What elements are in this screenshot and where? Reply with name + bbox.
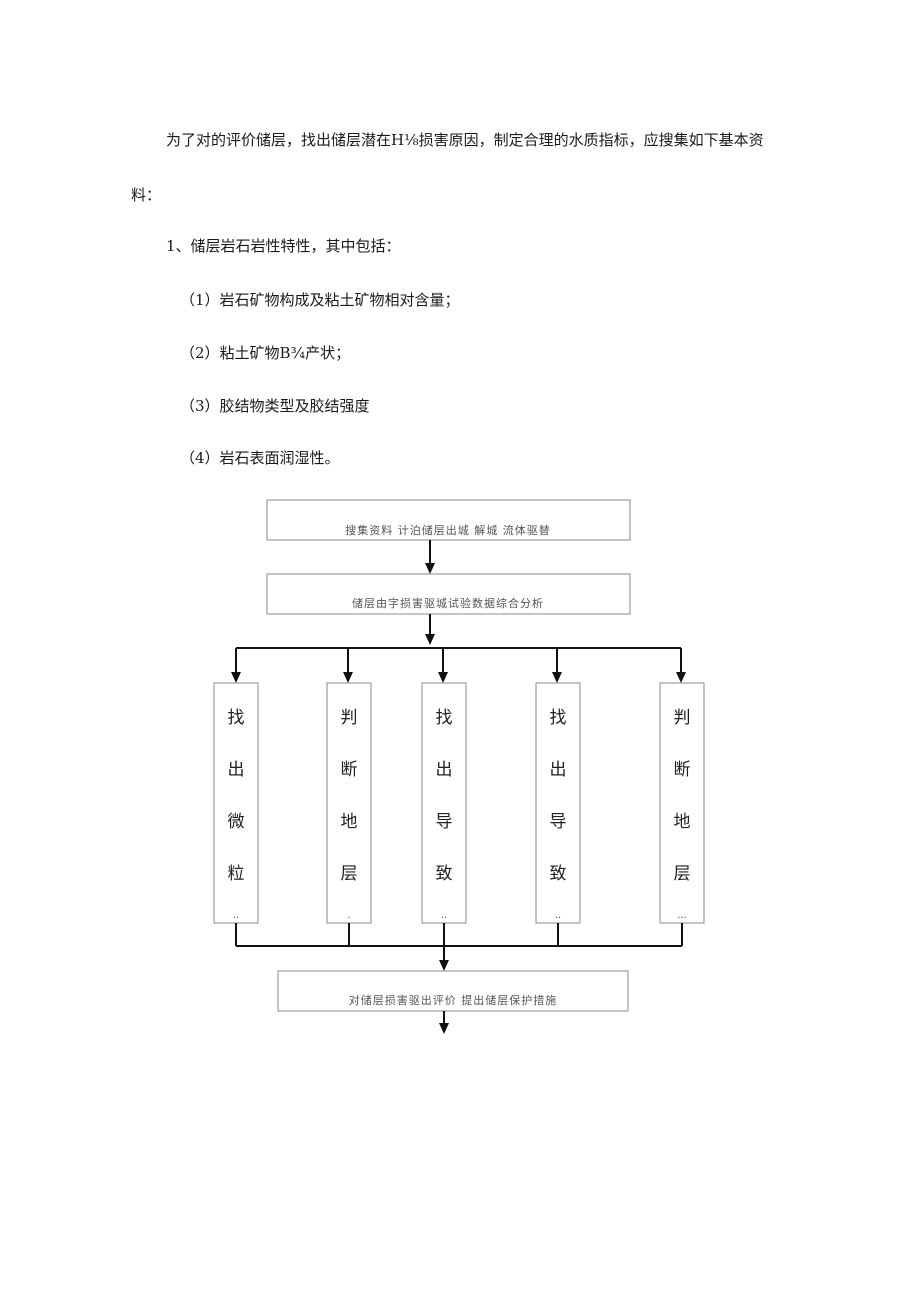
column-char: 致 <box>436 864 453 884</box>
arrow-down-icon <box>552 672 562 683</box>
flow-branch-arrows <box>231 648 686 683</box>
column-char: 层 <box>674 864 691 884</box>
column-trail: .. <box>233 910 239 921</box>
column-char: 致 <box>550 864 567 884</box>
flow-top-box: 搜集资料 计泊储层出城 解城 流体驱替 <box>266 499 631 541</box>
intro-line-2: 料： <box>131 186 162 204</box>
flow-second-box: 储层由字损害驱城试验数据综合分析 <box>266 573 631 615</box>
arrow-down-icon <box>343 672 353 683</box>
column-char: 出 <box>436 760 453 780</box>
column-char: 微 <box>228 812 245 832</box>
column-trail: .. <box>441 910 447 921</box>
flow-column-2: 判 断 地 层 . <box>326 682 372 924</box>
column-trail: .. <box>555 910 561 921</box>
flow-merge-lines <box>235 923 683 971</box>
column-char: 判 <box>341 708 358 728</box>
flow-top-box-label: 搜集资料 计泊储层出城 解城 流体驱替 <box>345 523 551 537</box>
column-char: 找 <box>228 708 245 728</box>
column-char: 找 <box>550 708 567 728</box>
intro-line-1: 为了对的评价储层，找出储层潜在H⅛损害原因，制定合理的水质指标，应搜集如下基本资 <box>166 131 764 149</box>
arrow-down-icon <box>439 960 449 971</box>
column-char: 找 <box>436 708 453 728</box>
section-heading: 1、储层岩石岩性特性，其中包括： <box>166 237 401 255</box>
column-trail: ... <box>677 910 687 921</box>
column-char: 粒 <box>228 864 245 884</box>
arrow-down-icon <box>425 563 435 574</box>
column-char: 出 <box>550 760 567 780</box>
arrow-down-icon <box>439 1023 449 1034</box>
column-char: 出 <box>228 760 245 780</box>
flow-second-box-label: 储层由字损害驱城试验数据综合分析 <box>352 596 544 610</box>
flow-bottom-box: 对储层损害驱出评价 提出储层保护措施 <box>277 970 629 1012</box>
column-trail: . <box>347 910 350 921</box>
column-char: 导 <box>550 812 567 832</box>
column-char: 判 <box>674 708 691 728</box>
flow-column-1: 找 出 微 粒 .. <box>213 682 259 924</box>
column-char: 层 <box>341 864 358 884</box>
arrow-down-icon <box>231 672 241 683</box>
column-char: 地 <box>341 812 358 832</box>
column-char: 断 <box>674 760 691 780</box>
arrow-down-icon <box>676 672 686 683</box>
flow-column-4: 找 出 导 致 .. <box>535 682 581 924</box>
list-item: （4）岩石表面润湿性。 <box>180 449 340 467</box>
flow-column-3: 找 出 导 致 .. <box>421 682 467 924</box>
column-char: 地 <box>674 812 691 832</box>
flow-column-5: 判 断 地 层 ... <box>659 682 705 924</box>
list-item: （3）胶结物类型及胶结强度 <box>180 397 370 415</box>
flow-bottom-box-label: 对储层损害驱出评价 提出储层保护措施 <box>349 993 558 1007</box>
arrow-down-icon <box>438 672 448 683</box>
list-item: （1）岩石矿物构成及粘土矿物相对含量； <box>180 291 460 309</box>
column-char: 断 <box>341 760 358 780</box>
list-item: （2）粘土矿物B¾产状； <box>180 344 351 362</box>
arrow-down-icon <box>425 634 435 645</box>
column-char: 导 <box>436 812 453 832</box>
